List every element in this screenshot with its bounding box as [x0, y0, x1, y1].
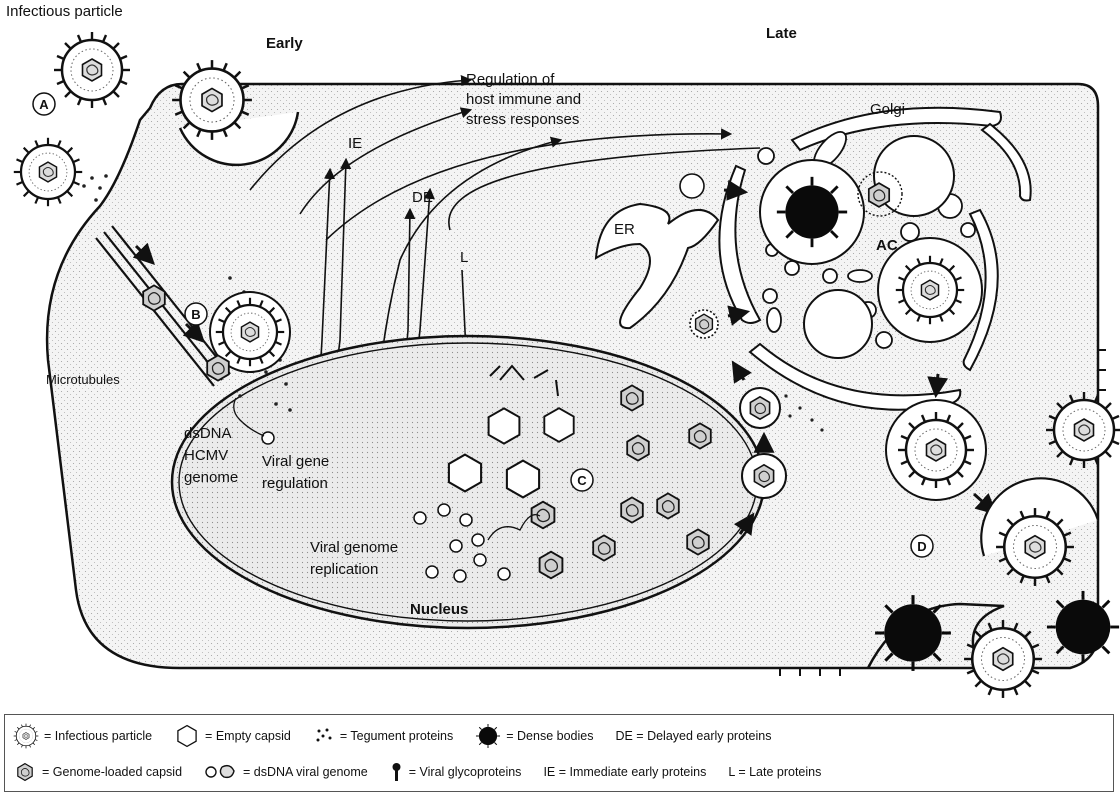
- label-regulation-1: Regulation of: [466, 71, 555, 88]
- label-de: DE: [412, 189, 433, 206]
- diagram-canvas: A B C D: [0, 0, 1120, 712]
- exocytic-vesicle: [886, 400, 986, 500]
- label-early: Early: [266, 35, 303, 52]
- legend-item: = Genome-loaded capsid: [13, 760, 182, 784]
- label-late: Late: [766, 25, 797, 42]
- label-dsdna-1: dsDNA: [184, 425, 232, 442]
- legend: = Infectious particle = Empty capsid = T…: [4, 714, 1114, 792]
- label-viral-gene-2: regulation: [262, 475, 328, 492]
- genome-loaded-capsid-icon: [143, 285, 165, 310]
- svg-text:B: B: [191, 307, 200, 322]
- legend-item: = Empty capsid: [174, 723, 291, 749]
- label-infectious-particle: Infectious particle: [6, 3, 123, 20]
- legend-text: = Tegument proteins: [340, 729, 453, 743]
- legend-text: = Genome-loaded capsid: [42, 765, 182, 779]
- empty-capsid-icon: [174, 723, 200, 749]
- legend-item: = Infectious particle: [13, 723, 152, 749]
- tegument-proteins-icon: [313, 725, 335, 747]
- legend-item: L = Late proteins: [728, 765, 821, 779]
- svg-text:A: A: [39, 97, 49, 112]
- legend-text: IE = Immediate early proteins: [543, 765, 706, 779]
- viral-glycoprotein-icon: [390, 761, 404, 783]
- legend-item: IE = Immediate early proteins: [543, 765, 706, 779]
- label-dsdna-3: genome: [184, 469, 238, 486]
- legend-text: L = Late proteins: [728, 765, 821, 779]
- legend-text: = Viral glycoproteins: [409, 765, 522, 779]
- legend-item: = Tegument proteins: [313, 725, 453, 747]
- legend-row-2: = Genome-loaded capsid = dsDNA viral gen…: [13, 757, 843, 787]
- label-microtubules: Microtubules: [46, 372, 120, 387]
- label-ie: IE: [348, 135, 362, 152]
- label-nucleus: Nucleus: [410, 601, 468, 618]
- legend-text: = dsDNA viral genome: [243, 765, 368, 779]
- genome-loaded-capsid-icon: [13, 760, 37, 784]
- infectious-particle-icon: [13, 723, 39, 749]
- label-regulation-2: host immune and: [466, 91, 581, 108]
- legend-text: = Dense bodies: [506, 729, 593, 743]
- genome-loaded-capsid-icon: [207, 355, 229, 380]
- legend-item: DE = Delayed early proteins: [615, 729, 771, 743]
- legend-text: = Infectious particle: [44, 729, 152, 743]
- legend-item: = dsDNA viral genome: [204, 761, 368, 783]
- legend-item: = Dense bodies: [475, 723, 593, 749]
- svg-text:C: C: [577, 473, 587, 488]
- label-golgi: Golgi: [870, 101, 905, 118]
- label-replication-2: replication: [310, 561, 378, 578]
- legend-row-1: = Infectious particle = Empty capsid = T…: [13, 721, 793, 751]
- svg-text:D: D: [917, 539, 926, 554]
- legend-item: = Viral glycoproteins: [390, 761, 522, 783]
- label-regulation-3: stress responses: [466, 111, 579, 128]
- label-dsdna-2: HCMV: [184, 447, 228, 464]
- legend-text: = Empty capsid: [205, 729, 291, 743]
- cytoplasmic-capsid: [690, 310, 718, 338]
- label-viral-gene-1: Viral gene: [262, 453, 329, 470]
- label-replication-1: Viral genome: [310, 539, 398, 556]
- legend-text: DE = Delayed early proteins: [615, 729, 771, 743]
- label-er: ER: [614, 221, 635, 238]
- dsdna-genome-icon: [204, 761, 238, 783]
- label-ac: AC: [876, 237, 898, 254]
- dense-body-icon: [475, 723, 501, 749]
- label-l: L: [460, 249, 468, 266]
